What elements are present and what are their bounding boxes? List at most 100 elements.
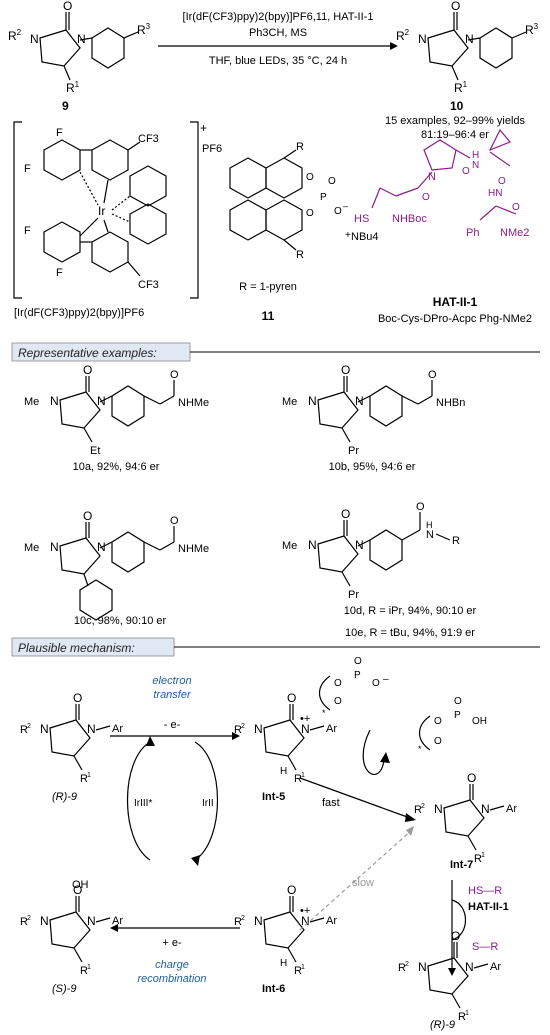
svg-text:–: – <box>383 674 389 685</box>
svg-text:O: O <box>341 363 350 377</box>
svg-text:*: * <box>418 744 422 754</box>
svg-text:R: R <box>80 773 88 785</box>
svg-text:HN: HN <box>488 188 502 199</box>
examples-header: Representative examples: <box>11 342 540 362</box>
s-r: S—R <box>472 941 498 953</box>
ir-photocatalyst: + PF6 F F CF3 Ir F F CF3 [Ir(dF(CF3)ppy)… <box>13 121 222 319</box>
svg-text:Ar: Ar <box>506 803 517 815</box>
svg-text:N: N <box>50 540 59 554</box>
svg-text:1: 1 <box>87 772 91 779</box>
svg-text:N: N <box>87 722 96 736</box>
svg-text:N: N <box>301 914 310 928</box>
svg-text:O: O <box>287 883 296 897</box>
svg-text:*: * <box>322 708 326 718</box>
svg-text:O: O <box>422 192 430 203</box>
phosphoric-acid: * O P O OH O <box>418 696 487 754</box>
svg-text:H: H <box>280 766 287 777</box>
hat-ph: Ph <box>466 227 479 239</box>
hs-r: HS—R <box>468 885 502 897</box>
svg-text:H: H <box>426 520 433 530</box>
svg-text:R: R <box>294 773 302 785</box>
svg-text:N: N <box>428 171 436 183</box>
svg-text:Me: Me <box>24 542 39 554</box>
svg-text:O: O <box>73 883 82 897</box>
svg-text:H: H <box>472 150 479 161</box>
svg-text:O: O <box>83 363 92 377</box>
svg-text:O: O <box>341 507 350 521</box>
label-10b: 10b, 95%, 94:6 er <box>329 461 416 473</box>
svg-text:2: 2 <box>405 961 409 968</box>
svg-text:2: 2 <box>241 915 245 922</box>
phos-r-def: R = 1-pyren <box>239 281 297 293</box>
svg-text:Me: Me <box>282 396 297 408</box>
svg-text:O: O <box>354 656 362 667</box>
svg-text:N: N <box>50 394 59 408</box>
hat-nme2: NMe2 <box>500 227 529 239</box>
label-r9-final: (R)-9 <box>430 1019 455 1031</box>
svg-text:O: O <box>334 696 342 707</box>
svg-text:R: R <box>452 535 460 547</box>
svg-text:N: N <box>308 394 317 408</box>
svg-text:R: R <box>20 724 28 736</box>
svg-text:O: O <box>306 208 314 219</box>
svg-text:O: O <box>512 202 520 213</box>
conditions: THF, blue LEDs, 35 °C, 24 h <box>209 55 347 67</box>
svg-text:O: O <box>434 736 442 747</box>
svg-text:O: O <box>334 678 342 689</box>
ir-label: [Ir(dF(CF3)ppy)2(bpy)]PF6 <box>14 307 144 319</box>
svg-text:Et: Et <box>90 445 100 457</box>
svg-text:O: O <box>287 691 296 705</box>
svg-text:R: R <box>296 141 304 153</box>
svg-text:O: O <box>170 369 179 381</box>
plus-e: + e- <box>162 937 182 949</box>
hat-nhboc: NHBoc <box>392 213 427 225</box>
svg-text:OH: OH <box>472 716 487 727</box>
svg-text:N: N <box>30 32 39 46</box>
svg-text:Ar: Ar <box>112 723 123 735</box>
svg-text:1: 1 <box>465 1010 469 1017</box>
svg-text:R3: R3 <box>137 22 151 37</box>
product-label: 10 <box>450 99 464 113</box>
svg-text:R: R <box>294 965 302 977</box>
slow-label: slow <box>352 877 374 889</box>
svg-text:F: F <box>24 225 31 237</box>
svg-text:O: O <box>416 501 425 513</box>
svg-text:O: O <box>306 172 314 183</box>
svg-text:R: R <box>296 249 304 261</box>
mechanism-header: Plausible mechanism: <box>11 637 540 657</box>
svg-text:N: N <box>308 538 317 552</box>
label-10d: 10d, R = iPr, 94%, 90:10 er <box>344 605 477 617</box>
svg-text:O: O <box>451 929 460 943</box>
svg-text:Me: Me <box>282 540 297 552</box>
svg-text:NHMe: NHMe <box>178 543 209 555</box>
svg-text:N: N <box>87 914 96 928</box>
svg-text:N: N <box>40 914 49 928</box>
sm-label: 9 <box>62 99 69 113</box>
reagents-mid: Ph3CH, MS <box>249 27 307 39</box>
ir-cycle: IrIII* IrII <box>127 736 218 866</box>
svg-text:R2: R2 <box>396 28 410 43</box>
svg-text:Pr: Pr <box>348 589 359 601</box>
svg-text:R1: R1 <box>66 80 80 95</box>
starting-material-9: O N N R2 R1 R3 9 <box>8 0 151 113</box>
svg-text:NHBn: NHBn <box>436 397 465 409</box>
svg-text:Me: Me <box>24 396 39 408</box>
svg-text:R3: R3 <box>525 22 539 37</box>
label-s9: (S)-9 <box>52 983 76 995</box>
cf3-b: CF3 <box>138 279 159 291</box>
label-int7: Int-7 <box>450 859 473 871</box>
svg-text:N: N <box>465 32 474 46</box>
svg-text:Ar: Ar <box>112 915 123 927</box>
